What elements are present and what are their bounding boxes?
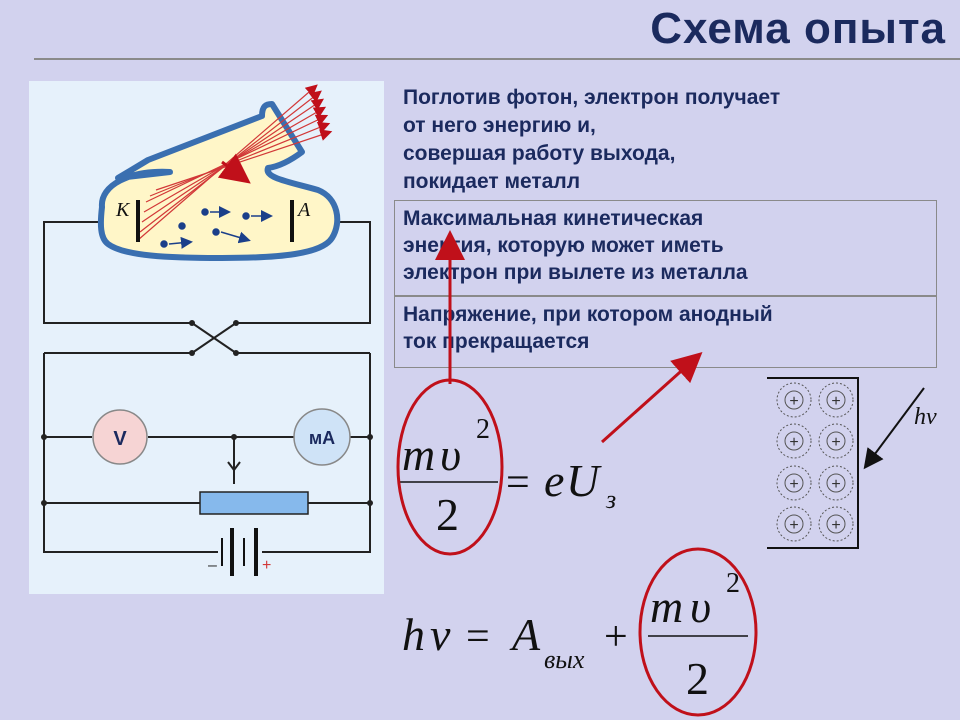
formula-exponent: 2 bbox=[726, 568, 740, 599]
formula-h: h bbox=[402, 609, 425, 660]
box-line: Напряжение, при котором анодный bbox=[403, 303, 773, 326]
intro-text: Поглотив фотон, электрон получает от нег… bbox=[403, 84, 780, 196]
formula-U: U bbox=[566, 455, 602, 506]
formula-m: m bbox=[650, 581, 683, 632]
circuit-wires bbox=[43, 221, 371, 553]
box-line: энергия, которую может иметь bbox=[403, 234, 724, 257]
intro-line: совершая работу выхода, bbox=[403, 142, 676, 165]
electrons bbox=[160, 206, 273, 249]
formula-m: m bbox=[402, 429, 435, 480]
arrow-to-voltage-box bbox=[600, 351, 703, 444]
battery-plus: + bbox=[262, 557, 271, 574]
formula-v: υ bbox=[690, 581, 711, 632]
ion-charge: + bbox=[831, 517, 840, 534]
slide-title: Схема опыта bbox=[650, 4, 946, 53]
voltmeter bbox=[92, 409, 148, 465]
formula-exponent: 2 bbox=[476, 414, 490, 445]
formula-equals: = bbox=[506, 460, 530, 506]
highlight-ellipse-kinetic bbox=[638, 547, 758, 717]
ion-charge: + bbox=[831, 434, 840, 451]
metal-surface-inset: + + + + + + + + hν bbox=[767, 377, 937, 549]
formula-subscript: вых bbox=[544, 645, 585, 674]
einstein-formula: h ν = A вых + m υ 2 2 bbox=[402, 568, 748, 704]
formula-e: e bbox=[544, 455, 564, 506]
voltmeter-label: V bbox=[113, 428, 127, 450]
battery-minus: – bbox=[208, 557, 217, 574]
title-divider bbox=[34, 58, 960, 60]
box-line: электрон при вылете из металла bbox=[403, 261, 748, 284]
ion-charge: + bbox=[789, 476, 798, 493]
battery bbox=[221, 528, 258, 576]
photon-label: hν bbox=[914, 404, 937, 430]
formula-subscript: з bbox=[605, 485, 616, 514]
stopping-voltage-formula: m υ 2 2 = e U з bbox=[400, 414, 616, 540]
rheostat bbox=[199, 491, 309, 515]
formula-nu: ν bbox=[430, 609, 451, 660]
intro-line: покидает металл bbox=[403, 170, 581, 193]
box-line: Максимальная кинетическая bbox=[403, 207, 704, 230]
cathode-label: K bbox=[115, 199, 131, 221]
formula-plus: + bbox=[604, 614, 628, 660]
ion-charge: + bbox=[831, 476, 840, 493]
intro-line: от него энергию и, bbox=[403, 114, 596, 137]
milliammeter bbox=[293, 408, 351, 466]
formula-v: υ bbox=[440, 429, 461, 480]
formula-A: A bbox=[509, 609, 541, 660]
ion-charge: + bbox=[789, 434, 798, 451]
formula-denominator: 2 bbox=[436, 489, 459, 540]
formula-denominator: 2 bbox=[686, 653, 709, 704]
intro-line: Поглотив фотон, электрон получает bbox=[403, 86, 781, 109]
ion-charge: + bbox=[789, 393, 798, 410]
slider-arrow bbox=[227, 461, 241, 471]
kinetic-energy-box: Максимальная кинетическая энергия, котор… bbox=[394, 200, 937, 296]
milliammeter-label: мА bbox=[309, 428, 335, 448]
formula-equals: = bbox=[466, 614, 490, 660]
ion-charge: + bbox=[831, 393, 840, 410]
ion-charge: + bbox=[789, 517, 798, 534]
beam-arrowheads bbox=[217, 153, 251, 184]
junction-dots bbox=[41, 320, 373, 506]
anode-label: A bbox=[296, 199, 311, 221]
photon-arrow bbox=[863, 387, 925, 470]
